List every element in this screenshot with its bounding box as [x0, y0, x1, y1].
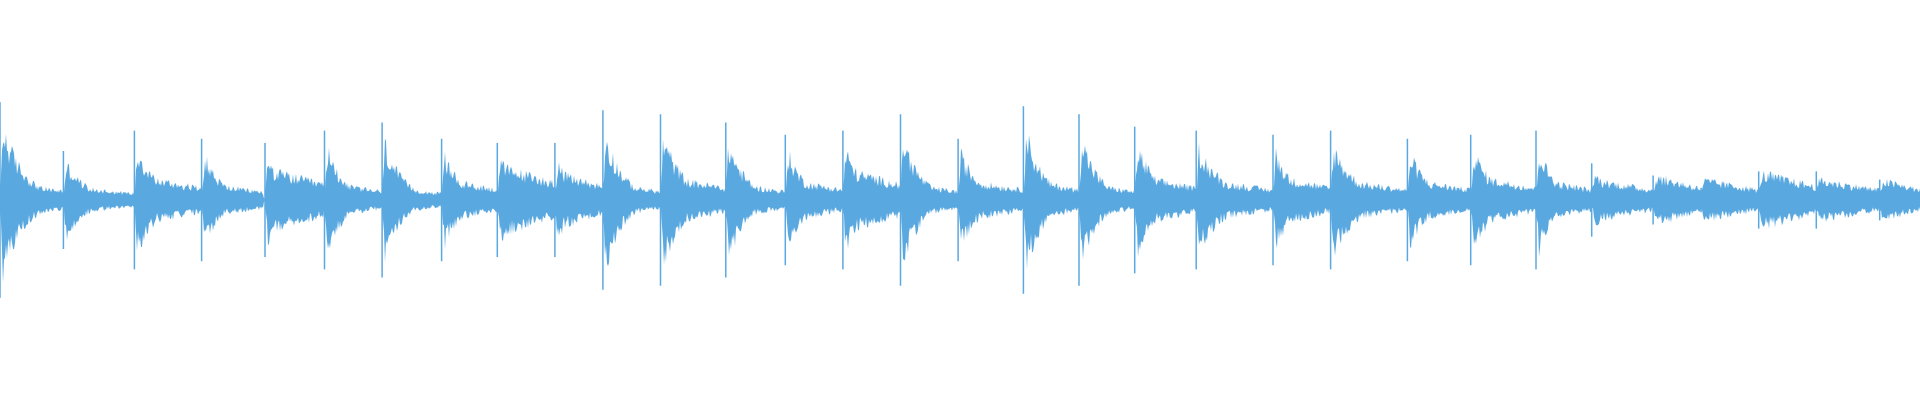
waveform-shape [0, 102, 1920, 298]
waveform-path [0, 133, 1920, 283]
